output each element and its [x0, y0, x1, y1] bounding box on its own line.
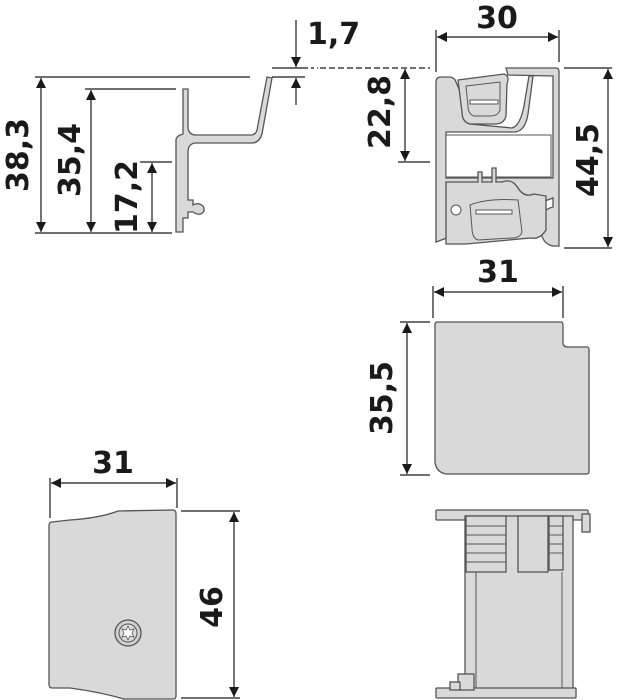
- end-cap-top-view: 31 35,5: [365, 255, 590, 476]
- dim-31-front: 31: [92, 446, 134, 481]
- end-cap-top-shape: [434, 321, 590, 475]
- dim-35-4: 35,4: [53, 123, 88, 197]
- dim-31-top: 31: [477, 255, 519, 290]
- end-cap-front-shape: [48, 509, 177, 700]
- dim-44-5: 44,5: [571, 123, 606, 197]
- dim-30: 30: [476, 1, 518, 36]
- end-cap-side-view: [435, 509, 591, 699]
- end-cap-front-view: 31 46: [48, 446, 240, 700]
- profile-section-view: 30 22,8 44,5: [320, 1, 613, 249]
- dim-46: 46: [195, 586, 230, 628]
- dim-1-7: 1,7: [307, 17, 360, 52]
- profile-side-view: 38,3 35,4 17,2 1,7: [1, 17, 360, 234]
- dim-22-8: 22,8: [363, 75, 398, 149]
- profile-side-shape: [175, 76, 273, 233]
- torx-socket-icon: [121, 625, 135, 641]
- dim-38-3: 38,3: [1, 118, 36, 192]
- dim-35-5: 35,5: [365, 361, 400, 435]
- dim-17-2: 17,2: [110, 160, 145, 234]
